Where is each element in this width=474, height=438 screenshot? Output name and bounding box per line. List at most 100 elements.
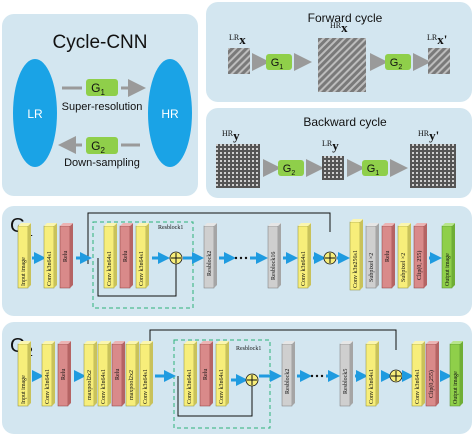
g1-conv1-label: Conv k3n64s1 [47,251,53,286]
forward-cycle-title: Forward cycle [308,11,383,25]
super-resolution-label: Super-resolution [62,101,143,113]
g2-sum-node-1 [245,373,259,387]
g1-long-skip [87,212,331,264]
g2-maxpool1-label: maxpool2x2 [87,370,93,400]
backward-lr-y-image [322,156,344,180]
g1-relu1-label: Relu [63,251,69,262]
g1-input-label: Input image [21,257,27,286]
g2-conv-end-layer: Conv k3n64s1 [365,341,379,407]
g2-maxpool2-label: maxpool2x2 [129,370,135,400]
g1-sum-node-1 [169,251,183,265]
g2-box [86,137,118,154]
g2-relu1-layer: Relu [57,341,71,407]
g1-clip-layer: Clip(0, 255) [413,223,427,289]
g1-relu-up-layer: Relu [381,223,395,289]
g2-conv-out-layer: Conv k3n64s1 [411,341,425,407]
g1-resblock1-box [92,221,194,309]
forward-g1-box [266,54,292,70]
g1-rb-conv2-layer: Conv k3n64s1 [135,223,149,289]
backward-lr-y-label: LRy [322,138,339,153]
g1-conv1-layer: Conv k3n64s1 [43,223,57,289]
g1-rb-relu-label: Relu [123,251,129,262]
g2-relu1-label: Relu [61,369,67,380]
g1-relu-up-label: Relu [385,251,391,262]
g2-conv2-label: Conv k3n64s1 [101,369,107,404]
g1-resblock2-layer: Resblock2 [203,223,217,289]
g2-sum-node-2 [389,369,403,383]
backward-cycle-title: Backward cycle [303,115,387,129]
g1-resblock16-label: Resblock16 [271,252,277,280]
g1-box [86,79,118,96]
g2-resblock2-label: Resblock2 [285,369,291,394]
g1-rb-relu-layer: Relu [119,223,133,289]
g1-rb-conv2-label: Conv k3n64s1 [139,251,145,286]
g2-conv2-layer: Conv k3n64s1 [97,341,111,407]
g1-conv-up-layer: Conv k3n256s1 [349,219,363,291]
g2-conv1-layer: Conv k3n64s1 [41,341,55,407]
hr-label: HR [161,107,179,121]
forward-lr-xp-image [428,48,450,74]
backward-hr-y-label: HRy [222,128,240,143]
g1-output-label: Output image [445,253,451,286]
forward-g2-box [385,54,411,70]
g1-conv-up-label: Conv k3n256s1 [353,250,359,288]
g2-clip-layer: Clip(0,255) [425,341,439,407]
g2-relu2-label: Relu [115,369,121,380]
forward-g2-label: G2 [390,57,403,71]
g2-input-layer: Input image [17,341,31,407]
backward-hr-yp-image [410,144,456,188]
g2-rb-conv1-layer: Conv k3n64s1 [183,341,197,407]
g2-maxpool1-layer: maxpool2x2 [83,341,97,407]
g1-conv-end-layer: Conv k3n64s1 [297,223,311,289]
g1-resblock2-label: Resblock2 [207,251,213,276]
g1-resblock16-layer: Resblock16 [267,223,281,289]
g2-rb-conv2-label: Conv k3n64s1 [219,369,225,404]
backward-g1-label: G1 [367,163,380,177]
g2-resblock5-layer: Resblock5 [339,341,353,407]
g1-relu1-layer: Relu [59,223,73,289]
g1-conv-end-label: Conv k3n64s1 [301,251,307,286]
g2-conv-end-label: Conv k3n64s1 [369,369,375,404]
forward-lr-x-image [228,48,250,74]
g2-conv3-label: Conv k3n64s1 [143,369,149,404]
g1-output-layer: Output image [441,223,455,289]
g2-output-label: Output image [453,371,459,404]
g1-box-label: G1 [91,81,105,97]
g1-subpixel1-label: Subpixel ×2 [369,253,375,282]
g2-clip-label: Clip(0,255) [428,370,435,398]
g2-resblock1-box [173,339,271,429]
g2-output-layer: Output image [449,341,463,407]
g2-resblock5-label: Resblock5 [343,369,349,394]
g1-clip-label: Clip(0, 255) [416,251,423,280]
cycle-cnn-title: Cycle-CNN [53,32,148,53]
g1-rb-conv1-label: Conv k3n64s1 [107,251,113,286]
backward-g2-label: G2 [283,163,296,177]
g1-ellipsis [234,256,248,260]
lr-ellipse [13,59,57,167]
g2-rb-conv2-layer: Conv k3n64s1 [215,341,229,407]
backward-hr-y-image [216,144,260,188]
backward-hr-yp-label: HRy' [418,128,439,143]
g1-sum-node-2 [323,251,337,265]
g2-rb-relu-label: Relu [203,369,209,380]
forward-hr-x-image [318,38,366,92]
g2-conv1-label: Conv k3n64s1 [45,369,51,404]
g1-subpixel2-label: Subpixel ×2 [401,253,407,282]
g2-inner-skip [177,376,253,417]
down-sampling-label: Down-sampling [64,157,140,169]
lr-label: LR [27,107,43,121]
g2-relu2-layer: Relu [111,341,125,407]
forward-g1-label: G1 [271,57,284,71]
forward-lr-x-label: LRx [229,32,246,47]
forward-hr-x-label: HRx [330,20,348,35]
g1-input-layer: Input image [17,223,31,289]
g2-rb-conv1-label: Conv k3n64s1 [187,369,193,404]
backward-g2-box [278,160,304,176]
g2-ellipsis [310,374,324,378]
g2-resblock2-layer: Resblock2 [281,341,295,407]
g2-maxpool2-layer: maxpool2x2 [125,341,139,407]
g1-resblock1-label: Resblock1 [158,225,183,231]
